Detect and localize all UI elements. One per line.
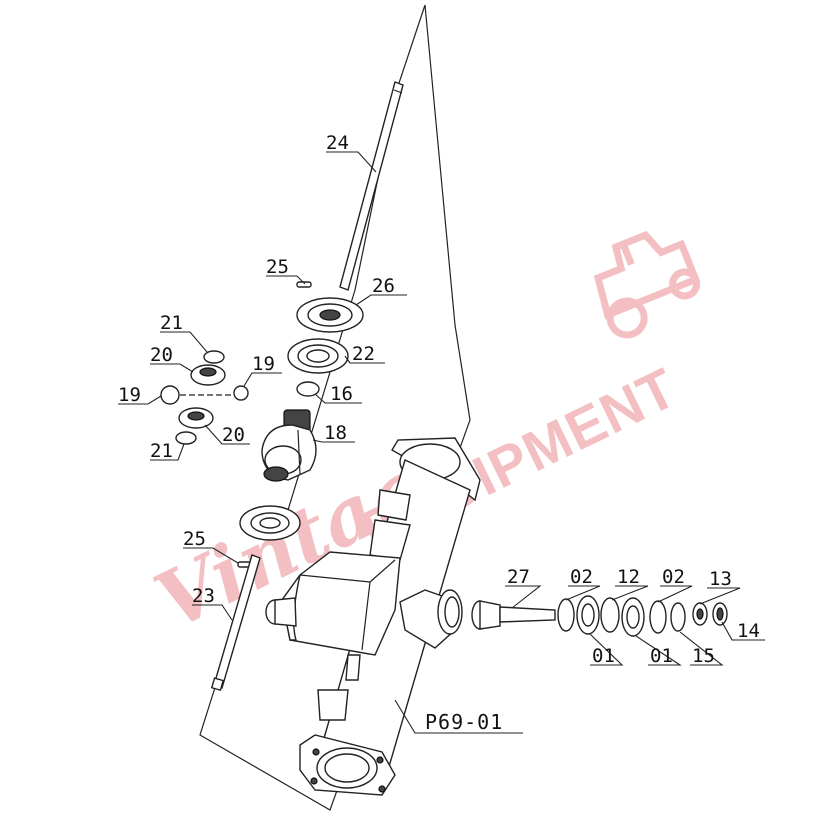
part-26-bearing [296,297,364,333]
part-18-differential [261,409,317,482]
assembly-outline [199,4,471,811]
part-25-key [296,281,312,288]
part-13-nut [692,602,708,626]
label-23: 23 [192,585,215,607]
label-25-top: 25 [266,256,289,278]
label-19-left: 19 [118,384,141,406]
part-14-washer [712,602,728,626]
label-02-right: 02 [662,566,685,588]
label-24: 24 [326,132,349,154]
part-24-shaft [339,81,404,291]
part-20-gear-top [190,364,226,386]
part-20-gear-bottom [178,407,214,429]
part-number-labels: 24 25 26 22 21 20 19 19 16 21 20 18 25 2… [118,132,760,734]
label-20-top: 20 [150,344,173,366]
label-19-right: 19 [252,353,275,375]
part-12-spacer [600,597,620,633]
label-22: 22 [352,343,375,365]
label-21-bottom: 21 [150,440,173,462]
part-01-bearing-right [621,597,645,637]
label-25-lower: 25 [183,528,206,550]
part-27-pinion [471,600,556,630]
label-assembly-p69-01: P69-01 [425,710,503,734]
part-16-snap-ring [296,381,320,397]
label-01-right: 01 [650,645,673,667]
part-19-pin-right [233,385,249,401]
label-14: 14 [737,620,760,642]
housing-p69-01 [265,437,481,796]
label-20-bottom: 20 [222,424,245,446]
part-21-washer-bottom [175,431,197,445]
part-02-spacer-left [557,598,575,632]
part-01-bearing-left [576,595,600,635]
label-26: 26 [372,275,395,297]
label-02-left: 02 [570,566,593,588]
part-bearing-lower [239,505,301,541]
label-27: 27 [507,566,530,588]
label-01-left: 01 [592,645,615,667]
part-21-washer-top [203,350,225,364]
label-12: 12 [617,566,640,588]
label-16: 16 [330,383,353,405]
label-15: 15 [692,645,715,667]
part-19-pin-left [160,385,240,405]
part-15-snap-ring [670,602,686,632]
part-22-bearing [287,338,349,374]
leader-lines [118,151,765,734]
label-13: 13 [709,568,732,590]
part-02-spacer-right [649,600,667,634]
label-21-top: 21 [160,312,183,334]
tractor-logo [593,230,701,339]
label-18: 18 [324,422,347,444]
part-23-shaft [210,554,261,692]
